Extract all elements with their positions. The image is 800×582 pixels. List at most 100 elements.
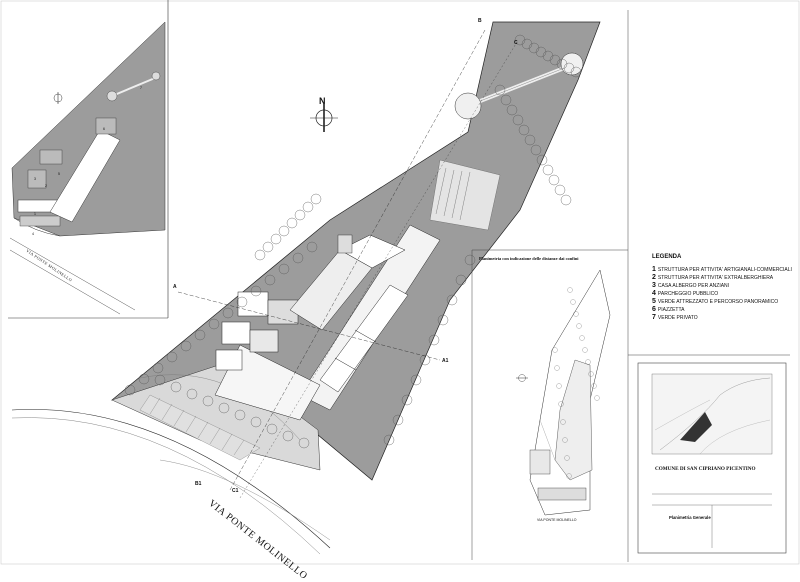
tree-symbol xyxy=(298,437,310,449)
title-block-comune: COMUNE DI SAN CIPRIANO PICENTINO xyxy=(655,466,756,472)
inset-label-1: 1 xyxy=(34,212,36,216)
tree-symbol xyxy=(234,409,246,421)
building-casa-albergo xyxy=(289,234,406,331)
inset-ground-area xyxy=(11,21,166,237)
tree-symbol xyxy=(455,274,467,286)
tree-symbol xyxy=(154,374,166,386)
section-line-bb1 xyxy=(229,29,486,491)
tree-symbol xyxy=(270,233,282,245)
tree-symbol xyxy=(570,299,576,305)
tree-symbol xyxy=(535,46,547,58)
tree-symbol xyxy=(152,362,164,374)
tree-symbol xyxy=(514,34,526,46)
tree-symbol xyxy=(292,252,304,264)
tree-symbol xyxy=(282,430,294,442)
inset-label-2: 2 xyxy=(45,184,47,188)
building-annex xyxy=(337,234,353,254)
tree-symbol xyxy=(383,434,395,446)
tree-symbol xyxy=(494,84,506,96)
legend-item-label: PIAZZETTA xyxy=(657,307,685,313)
right-panels xyxy=(471,10,790,562)
inset-plan-topleft xyxy=(8,0,169,319)
inset-plan-distances xyxy=(516,269,611,516)
tree-symbol xyxy=(218,402,230,414)
tree-symbol xyxy=(180,340,192,352)
inset-label-5: 5 xyxy=(58,172,60,176)
tree-symbol xyxy=(202,395,214,407)
tree-symbol xyxy=(170,381,182,393)
section-label-a1: A1 xyxy=(442,358,449,364)
tree-symbol xyxy=(554,184,566,196)
inset-label-4: 4 xyxy=(32,232,34,236)
tree-symbol xyxy=(573,311,579,317)
road-edge xyxy=(11,409,331,549)
tree-symbol xyxy=(294,209,306,221)
tree-symbol xyxy=(124,384,136,396)
tree-symbol xyxy=(512,114,524,126)
tree-symbol xyxy=(250,285,262,297)
tree-symbol xyxy=(262,241,274,253)
tree-symbol xyxy=(542,50,554,62)
tree-symbol xyxy=(566,473,572,479)
title-block-tavola: Planimetria Generale xyxy=(669,515,711,520)
parking-stalls-east xyxy=(429,159,501,231)
tree-symbol xyxy=(563,62,575,74)
section-label-c1: C1 xyxy=(232,488,239,494)
north-arrow-icon xyxy=(310,104,338,132)
tree-symbol xyxy=(549,54,561,66)
tree-symbol xyxy=(554,365,560,371)
tree-symbol xyxy=(542,164,554,176)
tree-symbol xyxy=(310,193,322,205)
tree-symbol xyxy=(464,254,476,266)
tree-symbol xyxy=(437,314,449,326)
tree-symbol xyxy=(524,134,536,146)
tree-symbol xyxy=(419,354,431,366)
parking-area xyxy=(111,361,321,471)
legend-item-label: CASA ALBERGO PER ANZIANI xyxy=(657,283,730,289)
tree-symbol xyxy=(264,274,276,286)
legend-item-number: 2 xyxy=(652,274,656,281)
tree-symbol xyxy=(536,154,548,166)
legend-item-number: 3 xyxy=(652,282,656,289)
tree-symbol xyxy=(236,296,248,308)
tree-symbol xyxy=(556,58,568,70)
legend-item-number: 6 xyxy=(652,306,656,313)
tree-symbol xyxy=(521,38,533,50)
tree-symbol xyxy=(548,174,560,186)
tree-symbol xyxy=(306,241,318,253)
sheet-frame xyxy=(0,0,800,565)
north-label: N xyxy=(319,96,326,106)
tree-symbol xyxy=(428,334,440,346)
tree-symbol xyxy=(266,423,278,435)
tree-symbol xyxy=(579,335,585,341)
legend-item-number: 4 xyxy=(652,290,656,297)
tree-symbol xyxy=(556,383,562,389)
tree-symbol xyxy=(138,373,150,385)
section-line-cc1 xyxy=(239,41,518,499)
legend-item-label: STRUTTURA PER ATTIVITA' EXTRALBERGHIERA xyxy=(657,275,774,281)
tree-symbol xyxy=(222,307,234,319)
tree-symbol xyxy=(576,323,582,329)
trees-inset xyxy=(552,287,600,479)
tree-symbol xyxy=(186,388,198,400)
tree-symbol xyxy=(560,419,566,425)
tree-symbol xyxy=(410,374,422,386)
tree-symbol xyxy=(594,395,600,401)
tree-symbol xyxy=(286,217,298,229)
main-plan xyxy=(11,21,601,555)
tree-symbol xyxy=(250,416,262,428)
tree-symbol xyxy=(500,94,512,106)
tree-symbol xyxy=(530,144,542,156)
section-label-c: C xyxy=(514,40,518,46)
tree-symbol xyxy=(588,371,594,377)
inset-label-3: 3 xyxy=(34,177,36,181)
building-commercial xyxy=(299,224,441,411)
tree-symbol xyxy=(194,329,206,341)
